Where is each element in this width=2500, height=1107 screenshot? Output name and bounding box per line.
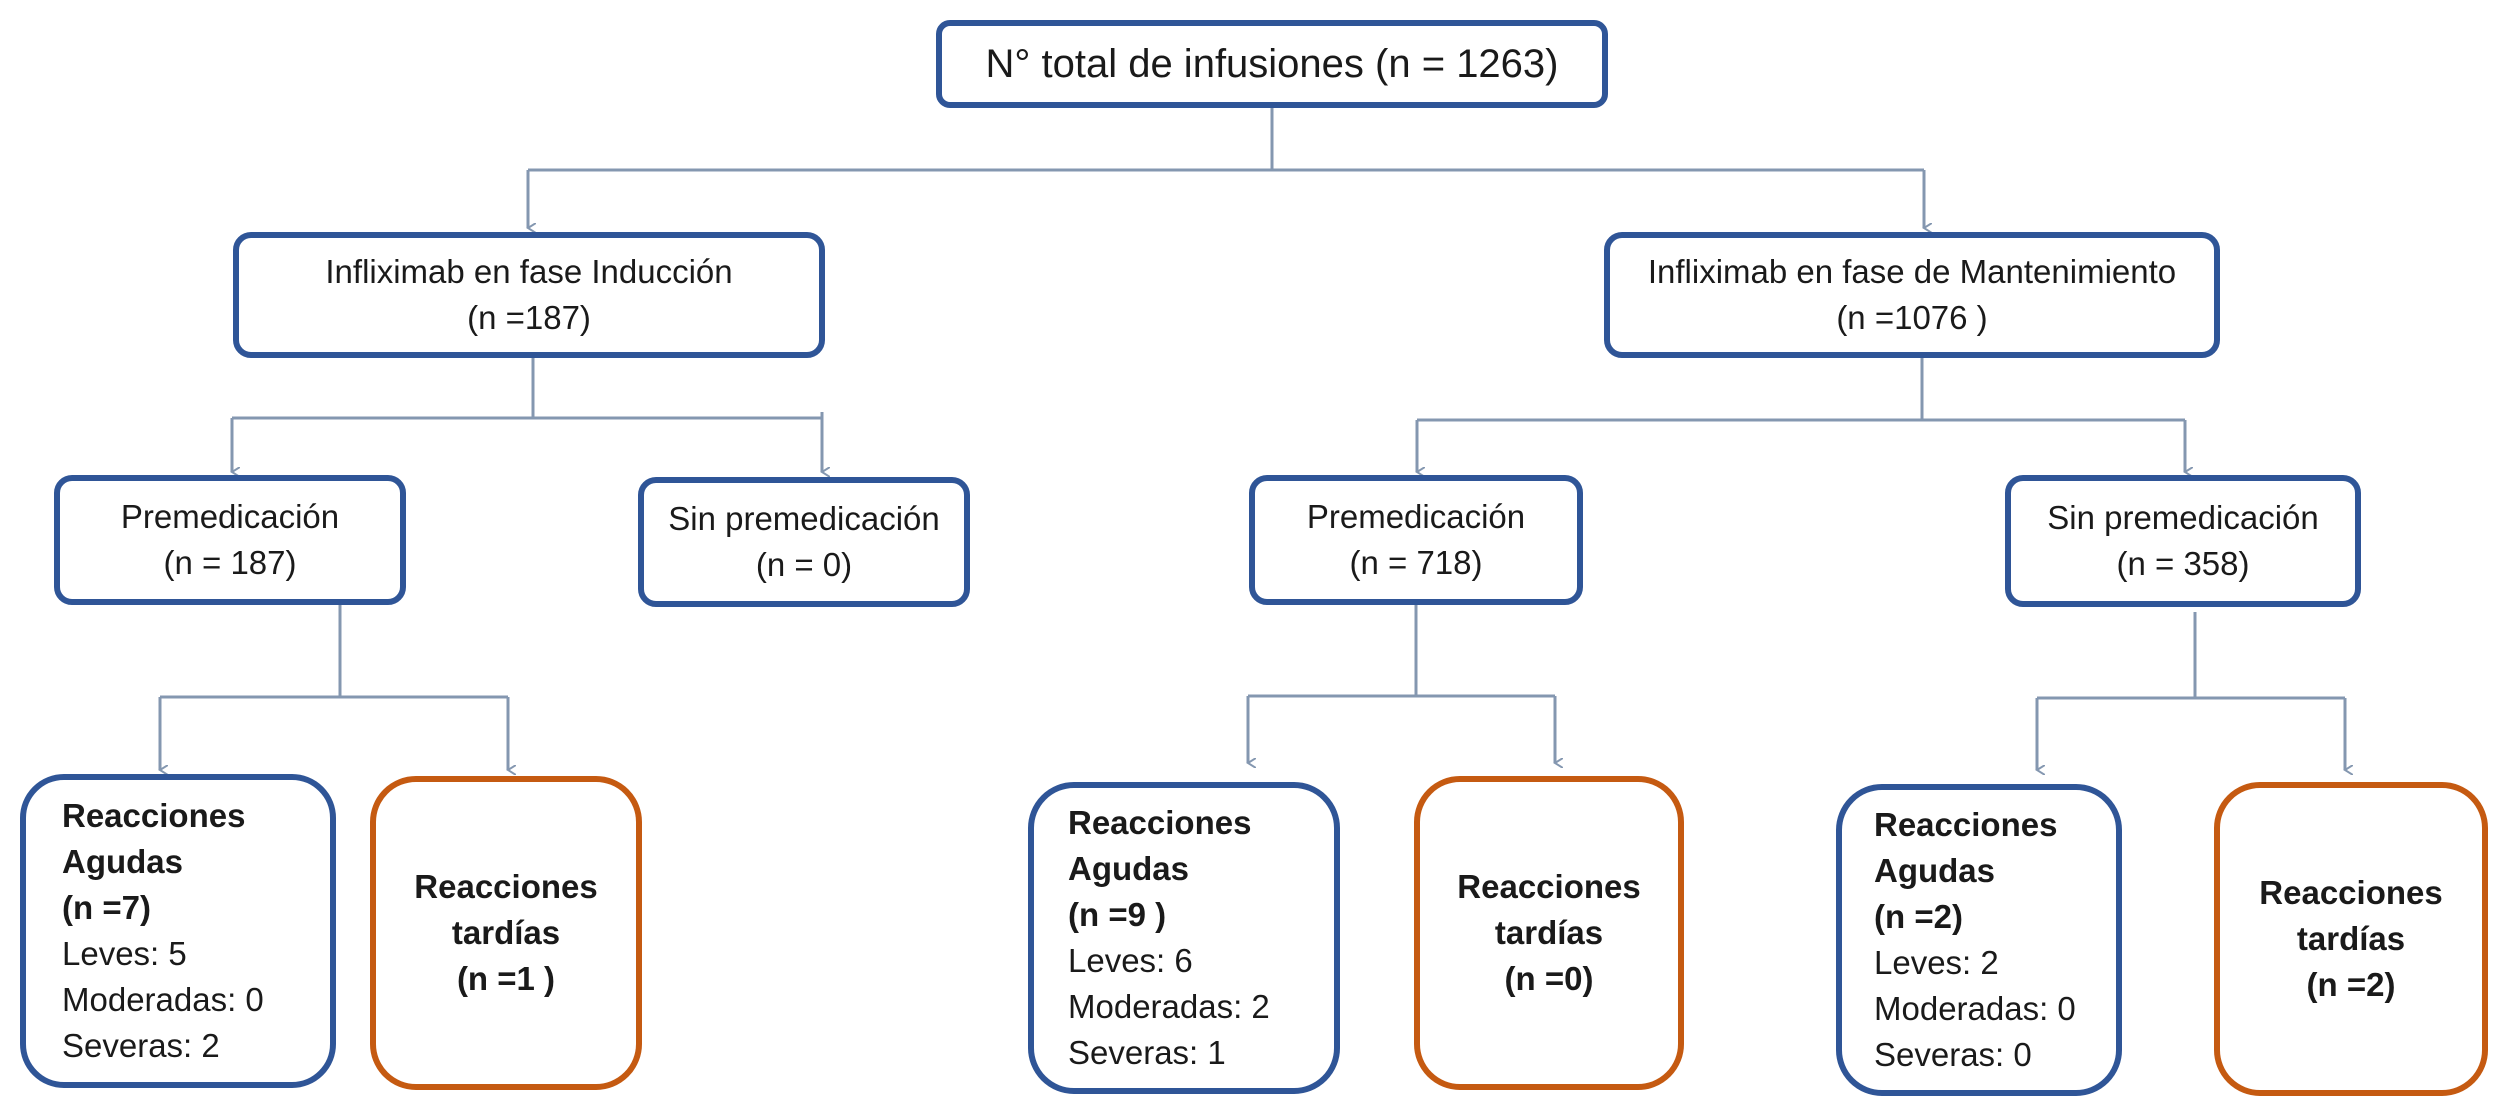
- reaction-count: (n =7): [62, 889, 151, 926]
- node-title: Premedicación: [1306, 498, 1526, 535]
- node-mantenimiento-premedicacion: Premedicación (n = 718): [1249, 475, 1583, 605]
- reaction-leves: Leves: 6: [1068, 942, 1193, 979]
- node-induccion-reacciones-tardias: Reacciones tardías (n =1 ): [370, 776, 642, 1090]
- node-infliximab-mantenimiento: Infliximab en fase de Mantenimiento (n =…: [1604, 232, 2220, 358]
- reaction-title: Reacciones: [62, 797, 246, 834]
- reaction-moderadas: Moderadas: 0: [1874, 990, 2076, 1027]
- node-mantenimiento-premed-reacciones-tardias: Reacciones tardías (n =0): [1414, 776, 1684, 1090]
- root-node-total-infusions: N° total de infusiones (n = 1263): [936, 20, 1608, 108]
- node-title: Infliximab en fase de Mantenimiento: [1647, 253, 2177, 290]
- reaction-title: Agudas: [1874, 852, 1996, 889]
- reaction-count: (n =2): [1874, 898, 1963, 935]
- node-count: (n = 718): [1349, 544, 1483, 581]
- reaction-title: Reacciones: [414, 868, 598, 905]
- reaction-count: (n =1 ): [456, 960, 556, 997]
- reaction-title: Reacciones: [1457, 868, 1641, 905]
- node-count: (n =187): [467, 299, 591, 336]
- node-count: (n =1076 ): [1836, 299, 1988, 336]
- reaction-moderadas: Moderadas: 2: [1068, 988, 1270, 1025]
- node-induccion-reacciones-agudas: Reacciones Agudas (n =7) Leves: 5 Modera…: [20, 774, 336, 1088]
- reaction-leves: Leves: 2: [1874, 944, 1999, 981]
- node-count: (n = 0): [755, 546, 853, 583]
- reaction-severas: Severas: 0: [1874, 1036, 2032, 1073]
- reaction-title: tardías: [451, 914, 561, 951]
- reaction-title: tardías: [1494, 914, 1604, 951]
- reaction-title: Reacciones: [1068, 804, 1252, 841]
- node-induccion-sin-premedicacion: Sin premedicación (n = 0): [638, 477, 970, 607]
- reaction-leves: Leves: 5: [62, 935, 187, 972]
- node-title: Premedicación: [120, 498, 340, 535]
- reaction-count: (n =9 ): [1068, 896, 1167, 933]
- root-node-label: N° total de infusiones (n = 1263): [985, 42, 1559, 86]
- node-count: (n = 187): [163, 544, 297, 581]
- reaction-count: (n =2): [2306, 966, 2396, 1003]
- node-mantenimiento-sin-premed-reacciones-tardias: Reacciones tardías (n =2): [2214, 782, 2488, 1096]
- node-induccion-premedicacion: Premedicación (n = 187): [54, 475, 406, 605]
- node-infliximab-induccion: Infliximab en fase Inducción (n =187): [233, 232, 825, 358]
- reaction-title: tardías: [2296, 920, 2406, 957]
- node-title: Sin premedicación: [2047, 499, 2319, 536]
- reaction-severas: Severas: 2: [62, 1027, 220, 1064]
- node-title: Sin premedicación: [668, 500, 940, 537]
- reaction-count: (n =0): [1504, 960, 1594, 997]
- node-mantenimiento-premed-reacciones-agudas: Reacciones Agudas (n =9 ) Leves: 6 Moder…: [1028, 782, 1340, 1094]
- reaction-title: Agudas: [1068, 850, 1190, 887]
- reaction-title: Agudas: [62, 843, 184, 880]
- reaction-severas: Severas: 1: [1068, 1034, 1226, 1071]
- node-mantenimiento-sin-premedicacion: Sin premedicación (n = 358): [2005, 475, 2361, 607]
- node-count: (n = 358): [2116, 545, 2250, 582]
- reaction-title: Reacciones: [2259, 874, 2443, 911]
- node-title: Infliximab en fase Inducción: [325, 253, 733, 290]
- reaction-moderadas: Moderadas: 0: [62, 981, 264, 1018]
- node-mantenimiento-sin-premed-reacciones-agudas: Reacciones Agudas (n =2) Leves: 2 Modera…: [1836, 784, 2122, 1096]
- reaction-title: Reacciones: [1874, 806, 2058, 843]
